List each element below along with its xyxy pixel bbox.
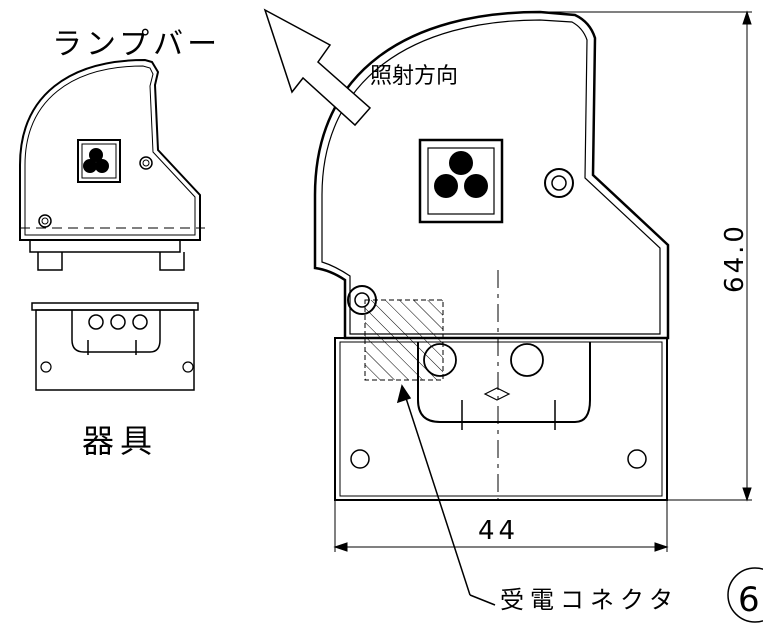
- fixture-title: 器具: [82, 422, 159, 460]
- sheet-number-circle: [727, 567, 763, 623]
- power-connector-label: 受電コネクタ: [500, 586, 680, 614]
- sheet-number: 6: [738, 580, 760, 620]
- main-fixture-view: [313, 10, 670, 501]
- connector-leader: [396, 384, 496, 606]
- dimension-lines: [333, 10, 752, 552]
- height-dimension-label: 64.0: [720, 223, 750, 293]
- small-lamp-bar-view: [19, 58, 205, 271]
- width-dimension-label: 44: [478, 516, 520, 546]
- lamp-bar-title: ランプバー: [52, 27, 222, 62]
- small-fixture-view: [31, 302, 199, 391]
- irradiation-direction-label: 照射方向: [370, 64, 459, 89]
- irradiation-direction-arrow: [263, 8, 372, 127]
